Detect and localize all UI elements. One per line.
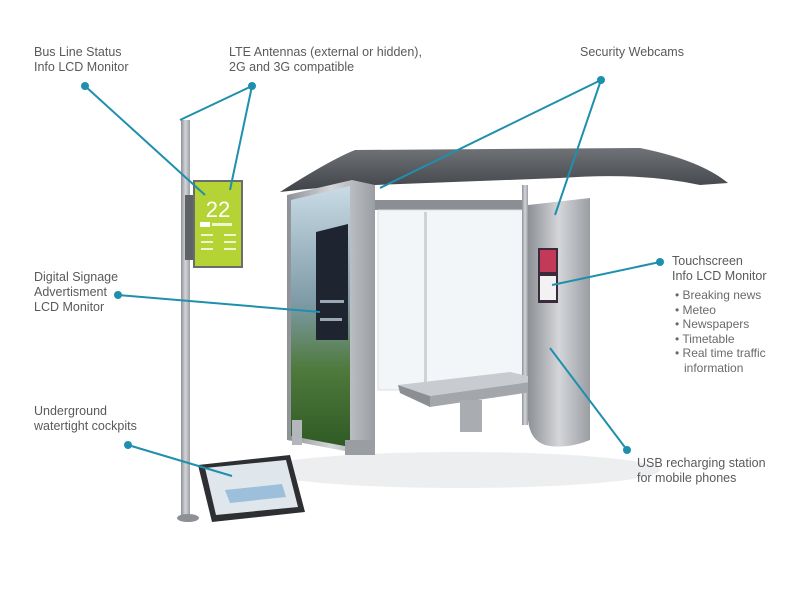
bench bbox=[398, 372, 545, 432]
list-item: Meteo bbox=[675, 303, 766, 318]
label-underground-cockpits: Underground watertight cockpits bbox=[34, 404, 137, 434]
touchscreen-panel bbox=[528, 198, 590, 447]
label-lte-antennas: LTE Antennas (external or hidden), 2G an… bbox=[229, 45, 422, 75]
back-rail bbox=[375, 200, 527, 210]
label-line: Digital Signage bbox=[34, 270, 119, 284]
callout-lines bbox=[84, 79, 661, 477]
label-line: Security Webcams bbox=[580, 45, 684, 59]
label-digital-signage: Digital Signage Advertisment LCD Monitor bbox=[34, 270, 118, 315]
label-line: watertight cockpits bbox=[34, 419, 137, 433]
route-number: 22 bbox=[206, 197, 230, 222]
label-line: Info LCD Monitor bbox=[34, 60, 129, 74]
label-line: LTE Antennas (external or hidden), bbox=[229, 45, 422, 59]
label-line: Touchscreen bbox=[672, 254, 743, 268]
pole bbox=[181, 120, 190, 520]
label-line: LCD Monitor bbox=[34, 300, 105, 314]
list-item: Newspapers bbox=[675, 317, 766, 332]
list-item: Timetable bbox=[675, 332, 766, 347]
label-bus-line-status: Bus Line Status Info LCD Monitor bbox=[34, 45, 128, 75]
ground-shadow bbox=[260, 452, 660, 488]
label-line: Bus Line Status bbox=[34, 45, 122, 59]
label-line: 2G and 3G compatible bbox=[229, 60, 355, 74]
label-touchscreen: Touchscreen Info LCD Monitor Breaking ne… bbox=[672, 254, 766, 376]
callout-dots bbox=[81, 76, 664, 454]
label-line: USB recharging station bbox=[637, 456, 766, 470]
back-post bbox=[522, 185, 528, 425]
bus-line-monitor bbox=[193, 180, 243, 268]
label-line: Info LCD Monitor bbox=[672, 269, 767, 283]
monitor-bracket bbox=[185, 195, 194, 260]
digital-signage-panel bbox=[287, 180, 375, 455]
label-line: for mobile phones bbox=[637, 471, 737, 485]
label-usb-recharging: USB recharging station for mobile phones bbox=[637, 456, 766, 486]
label-line: Underground bbox=[34, 404, 107, 418]
list-item: Breaking news bbox=[675, 288, 766, 303]
label-security-webcams: Security Webcams bbox=[580, 45, 684, 60]
underground-cockpit bbox=[198, 455, 305, 522]
roof bbox=[280, 148, 728, 192]
pole-base bbox=[177, 514, 199, 522]
back-glass bbox=[377, 209, 527, 391]
touchscreen-features-list: Breaking news Meteo Newspapers Timetable… bbox=[675, 288, 766, 376]
label-line: Advertisment bbox=[34, 285, 107, 299]
